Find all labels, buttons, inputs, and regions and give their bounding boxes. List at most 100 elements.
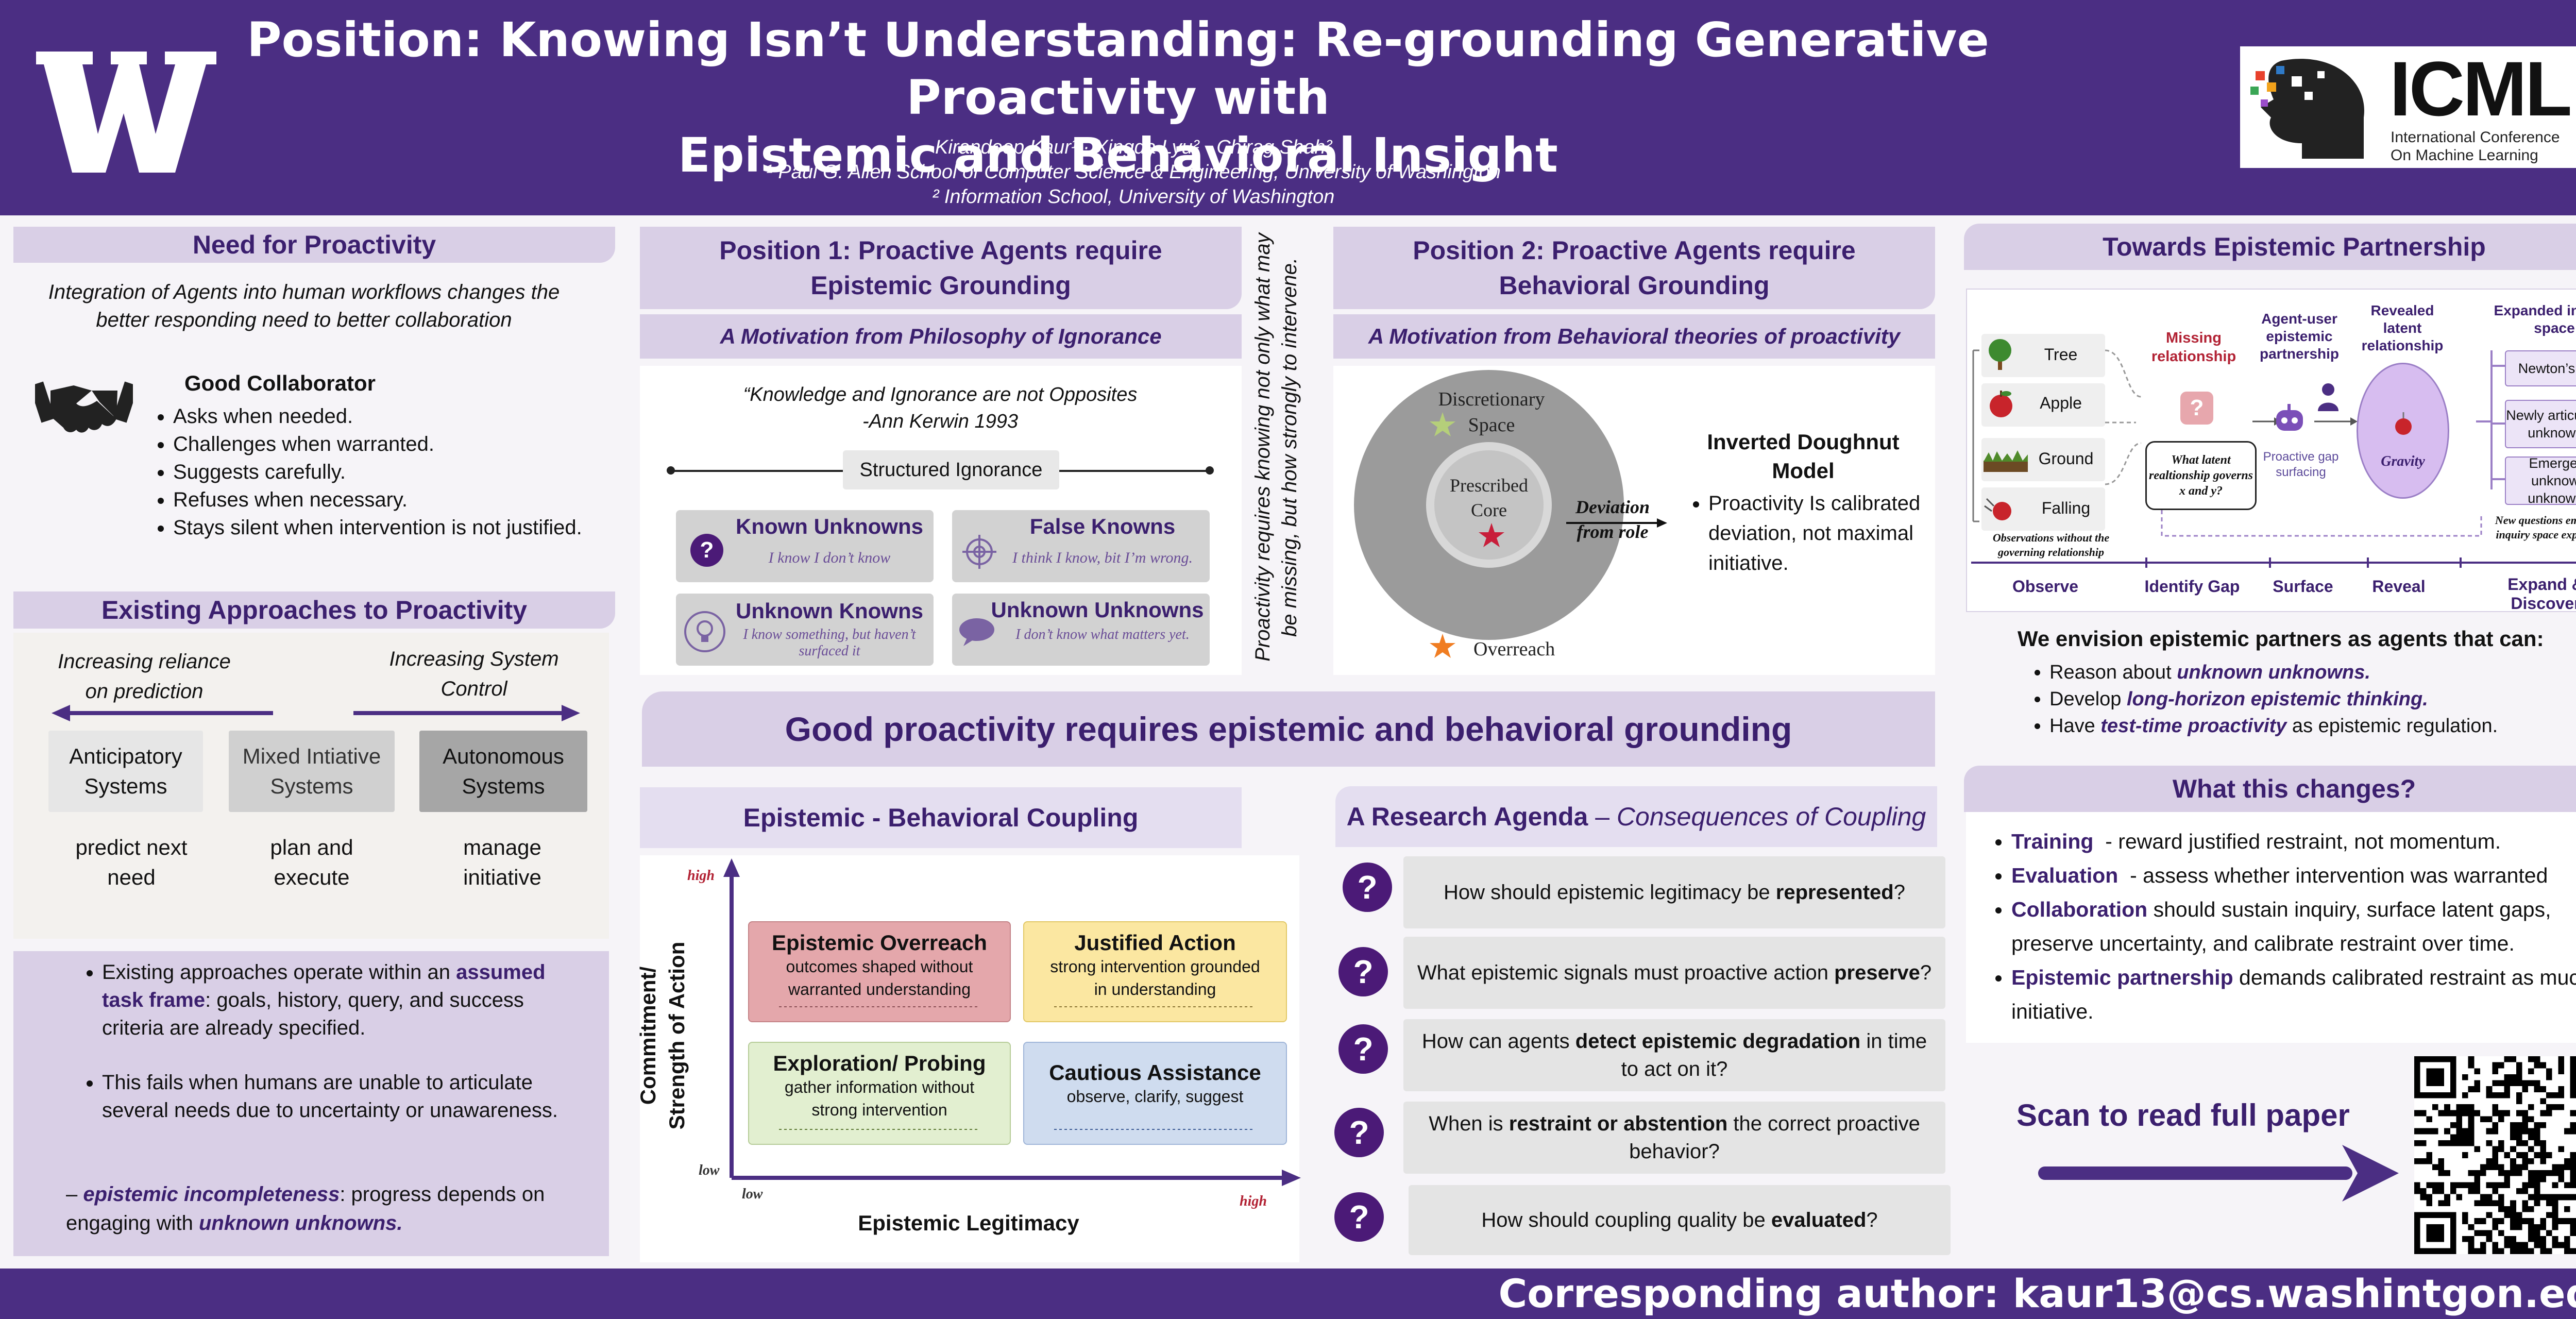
doughnut-diagram: [1354, 370, 1667, 658]
q-text: the correct proactive behavior?: [1629, 1112, 1920, 1163]
system-desc: plan and execute: [270, 835, 353, 889]
object-label: Apple: [2040, 394, 2082, 412]
envision-highlight: long-horizon epistemic thinking.: [2126, 688, 2428, 710]
reliance-label: Increasing reliance on prediction: [58, 650, 231, 703]
question-icon: ?: [1343, 863, 1392, 912]
assumed-task-frame: assumed task frame: [102, 961, 546, 1011]
x-high-label: high: [1240, 1193, 1267, 1209]
q-bold: preserve: [1834, 961, 1920, 984]
q-text: What epistemic signals must proactive ac…: [1417, 961, 1835, 984]
object-row-ground: [1981, 438, 2105, 481]
critique-text: Existing approaches operate within an: [102, 961, 456, 984]
question-icon: ?: [1334, 1192, 1384, 1242]
icml-logo: ICML International Conference On Machine…: [2240, 46, 2576, 168]
question-icon: ?: [1338, 947, 1388, 996]
agenda-heading: A Research Agenda – Consequences of Coup…: [1335, 786, 1937, 847]
quadrant-unknown-knowns: [676, 594, 934, 666]
change-item: Training - reward justified restraint, n…: [2011, 824, 2576, 858]
position1-subheading: A Motivation from Philosophy of Ignoranc…: [640, 314, 1242, 359]
agenda-question: How should epistemic legitimacy be repre…: [1403, 856, 1945, 928]
collaborator-item: Asks when needed.: [173, 403, 601, 430]
kerwin-quote: “Knowledge and Ignorance are not Opposit…: [670, 381, 1211, 435]
missing-relationship-icon: ?: [2180, 392, 2213, 425]
coupling-quadrant-desc: observe, clarify, suggest: [1066, 1087, 1244, 1106]
system-anticipatory: Anticipatory Systems: [48, 731, 203, 812]
coupling-x-label: Epistemic Legitimacy: [858, 1211, 1079, 1235]
vertical-note: Proactivity requires knowing not only wh…: [1249, 215, 1311, 679]
system-name: Anticipatory Systems: [69, 744, 182, 798]
change-highlight: Evaluation: [2011, 864, 2119, 887]
tree-icon: [1985, 335, 2015, 373]
system-name: Autonomous Systems: [443, 744, 564, 798]
expanded-item-text: Emergent unknown unknowns: [2528, 455, 2576, 506]
position1-title: Position 1: Proactive Agents require Epi…: [719, 236, 1162, 300]
coupling-heading: Epistemic - Behavioral Coupling: [640, 787, 1242, 848]
envision-item: Develop long-horizon epistemic thinking.: [2049, 687, 2576, 711]
change-item: Epistemic partnership demands calibrated…: [2011, 960, 2576, 1028]
change-highlight: Training: [2011, 830, 2094, 853]
system-mixed: Mixed Intiative Systems: [229, 731, 395, 812]
y-label-line-1: Commitment/: [636, 966, 660, 1105]
question-icon: ?: [1334, 1108, 1384, 1157]
agenda-dash: –: [1588, 802, 1617, 831]
position1-heading: Position 1: Proactive Agents require Epi…: [640, 227, 1242, 309]
agenda-question: When is restraint or abstention the corr…: [1403, 1102, 1945, 1174]
target-icon: [961, 534, 997, 570]
quadrant-desc: I know I don’t know: [768, 549, 891, 566]
good-collaborator-title: Good Collaborator: [184, 371, 376, 395]
quadrant-title: Unknown Knowns: [736, 599, 923, 623]
position2-heading: Position 2: Proactive Agents require Beh…: [1333, 227, 1935, 309]
inverted-doughnut-title: Inverted Doughnut Model: [1707, 430, 1900, 483]
expanded-item: Newly articulated unknowns: [2505, 400, 2576, 448]
envision-item: Reason about unknown unknowns.: [2049, 661, 2576, 684]
collaborator-item: Challenges when warranted.: [173, 431, 601, 458]
change-highlight: Epistemic partnership: [2011, 966, 2233, 989]
q-bold: represented: [1775, 881, 1894, 904]
central-banner: Good proactivity requires epistemic and …: [642, 691, 1935, 767]
change-item: Evaluation - assess whether intervention…: [2011, 858, 2576, 892]
coupling-quadrant-title: Justified Action: [1074, 931, 1236, 955]
reliance-arrow: [52, 705, 273, 721]
coupling-y-label: Commitment/ Strength of Action: [634, 922, 696, 1149]
missing-relationship-label: Missing relationship: [2151, 330, 2236, 365]
envision-text: Develop: [2049, 688, 2127, 710]
object-label: Ground: [2038, 449, 2094, 468]
title-line-2: Epistemic and Behavioral Insight: [678, 128, 1558, 183]
quadrant-epistemic-overreach: Epistemic Overreach outcomes shaped with…: [748, 921, 1011, 1022]
agenda-question: How can agents detect epistemic degradat…: [1403, 1019, 1945, 1091]
envision-item: Have test-time proactivity as epistemic …: [2049, 714, 2576, 738]
agenda-subtitle: Consequences of Coupling: [1616, 802, 1926, 831]
quadrant-dots: [779, 1006, 1255, 1130]
gravity-apple-icon: [2391, 412, 2416, 438]
q-bold: evaluated: [1771, 1209, 1867, 1231]
apple-icon: [1987, 386, 2015, 420]
icml-sub-1: International Conference: [2391, 129, 2560, 146]
poster-title: Position: Knowing Isn’t Understanding: R…: [242, 11, 1994, 184]
step-label: Expand & Discover: [2507, 575, 2576, 613]
quadrant-false-knowns: [952, 510, 1210, 582]
changes-list: Training - reward justified restraint, n…: [1992, 824, 2576, 1028]
quadrant-exploration: Exploration/ Probing gather information …: [748, 1042, 1011, 1145]
quote-text: “Knowledge and Ignorance are not Opposit…: [743, 384, 1138, 405]
envision-highlight: unknown unknowns.: [2177, 662, 2370, 683]
lightbulb-icon: [683, 610, 726, 653]
quadrant-desc: I think I know, bit I’m wrong.: [1012, 549, 1193, 566]
change-text: - assess whether intervention was warran…: [2118, 864, 2548, 887]
qr-code[interactable]: [2414, 1056, 2576, 1254]
q-text: ?: [1893, 881, 1905, 904]
collaborator-item: Stays silent when intervention is not ju…: [173, 514, 601, 541]
structured-line-end-right: [1206, 466, 1214, 475]
epistemic-incompleteness: epistemic incompleteness: [83, 1183, 340, 1206]
step-label: Identify Gap: [2144, 577, 2240, 596]
quote-author: -Ann Kerwin 1993: [862, 411, 1019, 432]
quadrant-title: Known Unknowns: [736, 514, 923, 538]
quadrant-justified-action: Justified Action strong intervention gro…: [1023, 921, 1287, 1022]
speech-cloud-icon: [957, 616, 996, 647]
existing-critique-panel: [13, 951, 609, 1256]
affiliation-1: ¹ Paul G. Allen School of Computer Scien…: [766, 161, 1501, 183]
position2-subheading: A Motivation from Behavioral theories of…: [1333, 314, 1935, 359]
need-heading: Need for Proactivity: [13, 227, 615, 263]
revealed-label: Revealed latent relationship: [2361, 302, 2444, 353]
envision-text: as epistemic regulation.: [2286, 715, 2498, 737]
structured-line-end-left: [667, 466, 675, 475]
